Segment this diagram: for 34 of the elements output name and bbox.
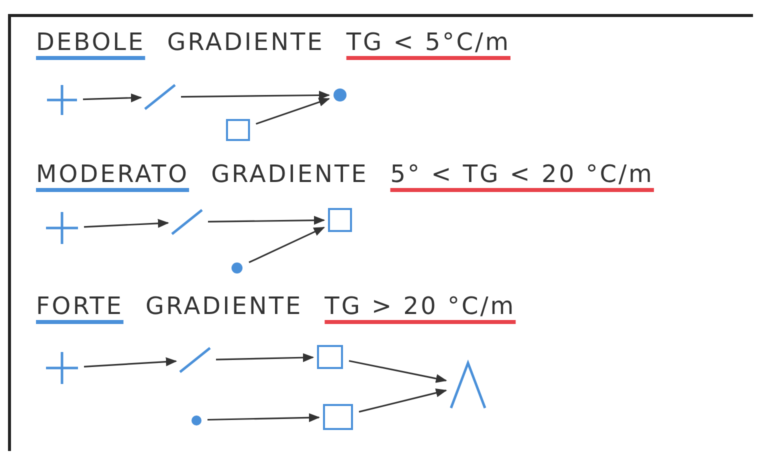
cross-symbol bbox=[46, 352, 78, 384]
arrow bbox=[208, 216, 326, 225]
slash-symbol bbox=[145, 85, 175, 109]
dot-symbol bbox=[231, 262, 243, 274]
gradient-formula: TG > 20 °C/m bbox=[324, 292, 516, 320]
arrow bbox=[216, 353, 314, 362]
square-symbol bbox=[226, 119, 250, 141]
cross-symbol bbox=[47, 85, 77, 115]
arrow bbox=[256, 98, 330, 125]
gradient-formula: 5° < TG < 20 °C/m bbox=[390, 160, 654, 188]
arrow bbox=[84, 218, 170, 228]
dot-symbol bbox=[333, 88, 347, 102]
arrow bbox=[181, 90, 330, 100]
dot-symbol bbox=[190, 414, 202, 426]
heading-text: GRADIENTE bbox=[211, 160, 368, 188]
square-symbol bbox=[323, 404, 353, 430]
square-symbol bbox=[328, 208, 352, 232]
arrow bbox=[348, 360, 448, 383]
heading-text: GRADIENTE bbox=[167, 28, 324, 56]
heading-word: MODERATO bbox=[36, 160, 190, 188]
heading-word: FORTE bbox=[36, 292, 124, 320]
caret-symbol bbox=[450, 362, 486, 408]
arrow bbox=[248, 226, 326, 264]
square-symbol bbox=[317, 345, 343, 369]
cross-symbol bbox=[46, 212, 78, 244]
slash-symbol bbox=[172, 210, 202, 234]
heading-word: DEBOLE bbox=[36, 28, 146, 56]
arrow bbox=[84, 357, 178, 368]
gradient-formula: TG < 5°C/m bbox=[346, 28, 510, 56]
slash-symbol bbox=[180, 348, 210, 372]
arrow bbox=[358, 388, 448, 413]
heading-text: GRADIENTE bbox=[145, 292, 303, 320]
arrow bbox=[207, 413, 320, 422]
arrow bbox=[82, 93, 142, 102]
